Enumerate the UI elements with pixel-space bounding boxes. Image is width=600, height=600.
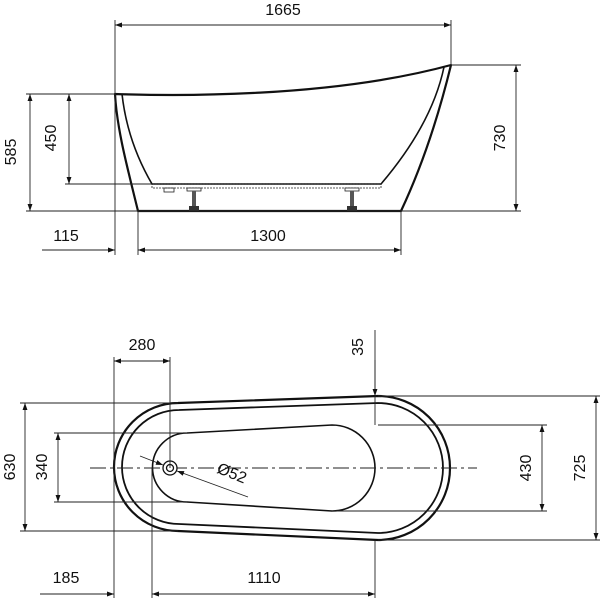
label-basin-width-head: 340: [34, 454, 51, 481]
top-extension-lines: [20, 330, 600, 598]
drain-leader-line-2: [176, 470, 249, 498]
label-overall-length: 1665: [265, 2, 301, 19]
label-base-length: 1300: [250, 228, 286, 245]
tub-outer-profile: [113, 63, 453, 213]
label-basin-length: 1110: [247, 570, 280, 587]
label-drain-diameter: Ø52: [214, 460, 249, 487]
tub-inner-rim: [121, 402, 444, 534]
label-basin-start-offset: 185: [53, 570, 80, 587]
label-overall-width: 725: [572, 455, 589, 482]
label-rim-offset: 35: [350, 338, 367, 356]
drain-leader-line: [139, 455, 164, 466]
side-extension-lines: [26, 20, 521, 255]
support-leg-right: [344, 187, 360, 211]
label-width-head: 630: [2, 454, 19, 481]
label-head-offset: 115: [53, 228, 79, 245]
top-view: 280 35 630 340 430 725 185 1110 Ø52: [2, 330, 600, 598]
support-leg-left: [186, 187, 202, 211]
side-view: 1665 585 450 730 115 1300: [3, 2, 521, 255]
overflow-fitting: [163, 187, 175, 193]
tub-floor-band: [151, 183, 382, 189]
label-drain-offset: 280: [129, 337, 156, 354]
label-basin-width-foot: 430: [518, 455, 535, 482]
tub-inner-profile: [121, 66, 445, 185]
label-height-high-end: 730: [492, 125, 509, 152]
label-height-low-end: 585: [3, 139, 20, 166]
label-depth: 450: [43, 125, 60, 152]
